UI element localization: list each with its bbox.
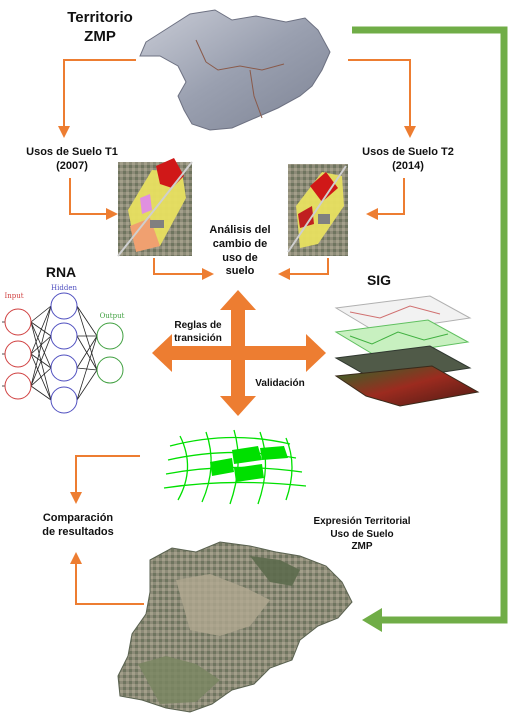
nn-node-input <box>4 372 32 400</box>
label-reglas-line1: Reglas de <box>174 320 222 331</box>
cross-arrows <box>152 290 326 416</box>
nn-connection <box>76 335 98 369</box>
terrain-bottom-map <box>117 541 353 713</box>
label-usos-t1-year: (2007) <box>56 159 88 172</box>
nn-node-hidden <box>50 386 78 414</box>
nn-node-hidden <box>50 322 78 350</box>
nn-connection <box>30 305 52 387</box>
label-reglas-line2: transición <box>174 332 222 344</box>
nn-node-input <box>4 308 32 336</box>
label-territorio: Territorio ZMP <box>50 9 150 47</box>
label-usos-t1-title: Usos de Suelo T1 <box>26 146 118 158</box>
label-expresion-line3: ZMP <box>351 541 373 552</box>
label-expresion-line1: Expresión Territorial <box>313 516 411 527</box>
label-sig: SIG <box>366 272 392 288</box>
grid-line <box>177 435 189 501</box>
nn-connection <box>76 305 98 337</box>
land-use-t2-image <box>287 164 348 256</box>
nn-connection <box>30 305 52 323</box>
grid-cell-filled <box>260 446 288 460</box>
label-analisis-line1: Análisis del <box>209 224 271 236</box>
grid-cell-filled <box>210 458 234 476</box>
nn-connection <box>30 335 52 387</box>
green-feedback-arrow <box>352 26 508 632</box>
nn-node-hidden <box>50 292 78 320</box>
nn-node-hidden <box>50 354 78 382</box>
grid-line <box>165 466 303 475</box>
label-analisis-line2: cambio de <box>212 237 268 250</box>
nn-connection <box>30 305 52 355</box>
label-validacion: Validación <box>255 378 305 389</box>
nn-connection <box>76 305 98 371</box>
label-comparacion: Comparación de resultados <box>28 512 128 540</box>
label-territorio-line1: Territorio <box>67 9 133 26</box>
label-analisis-line3: uso de <box>222 251 258 264</box>
label-reglas: Reglas de transición <box>168 320 228 345</box>
label-usos-t2-title: Usos de Suelo T2 <box>362 146 454 158</box>
label-territorio-line2: ZMP <box>84 27 116 45</box>
nn-label-input: Input <box>4 292 23 300</box>
nn-connection <box>30 385 52 401</box>
label-usos-t1: Usos de Suelo T1 (2007) <box>22 146 122 174</box>
label-usos-t2: Usos de Suelo T2 (2014) <box>356 146 460 174</box>
grid-line <box>285 437 293 501</box>
grid-line <box>163 481 307 489</box>
grid-cell-filled <box>232 446 262 464</box>
nn-connection <box>76 335 98 371</box>
grid-line <box>257 431 267 505</box>
nn-connection <box>76 335 98 401</box>
cellular-grid <box>163 429 307 505</box>
nn-connection <box>30 367 52 387</box>
nn-label-output: Output <box>100 312 125 320</box>
grid-line <box>229 429 239 505</box>
label-analisis: Análisis del cambio de uso de suelo <box>200 224 280 279</box>
nn-label-hidden: Hidden <box>51 284 77 292</box>
label-comparacion-line1: Comparación <box>42 512 114 524</box>
nn-node-input <box>4 340 32 368</box>
grid-cell-filled <box>234 464 264 482</box>
orange-arrowheads <box>58 126 416 564</box>
label-usos-t2-year: (2014) <box>392 159 424 172</box>
grid-line <box>201 431 212 503</box>
nn-node-output <box>96 356 124 384</box>
label-rna: RNA <box>45 264 77 280</box>
nn-node-output <box>96 322 124 350</box>
land-use-t1-image <box>117 158 193 257</box>
label-comparacion-line2: de resultados <box>42 525 114 538</box>
nn-connection <box>76 369 98 401</box>
orange-arrows <box>63 59 411 605</box>
grid-line <box>169 436 291 447</box>
gis-layer-stack <box>334 295 480 407</box>
label-expresion: Expresión Territorial Uso de Suelo ZMP <box>302 516 422 554</box>
label-expresion-line2: Uso de Suelo <box>330 528 394 540</box>
label-analisis-line4: suelo <box>225 265 255 278</box>
terrain-top-map <box>139 9 331 131</box>
